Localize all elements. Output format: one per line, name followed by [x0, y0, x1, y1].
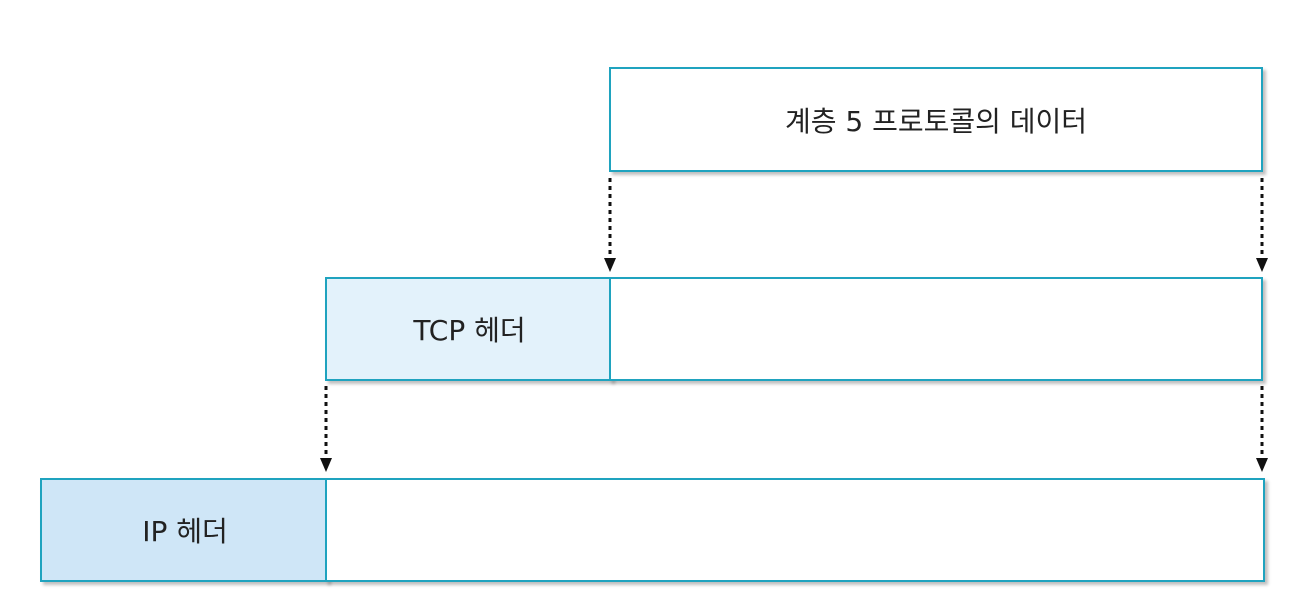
layer5-data-label: 계층 5 프로토콜의 데이터 [784, 104, 1088, 138]
tcp-payload-box [609, 277, 1263, 381]
arrowhead-layer5-left [604, 258, 616, 272]
ip-payload-box [325, 478, 1265, 582]
arrowhead-tcp-left [320, 458, 332, 472]
tcp-header-label: TCP 헤더 [413, 314, 526, 347]
arrowhead-tcp-right [1256, 458, 1268, 472]
arrowhead-layer5-right [1256, 258, 1268, 272]
tcp-header-box: TCP 헤더 [325, 277, 612, 381]
ip-header-label: IP 헤더 [142, 515, 228, 548]
layer5-data-box: 계층 5 프로토콜의 데이터 [609, 67, 1263, 172]
ip-header-box: IP 헤더 [40, 478, 328, 582]
